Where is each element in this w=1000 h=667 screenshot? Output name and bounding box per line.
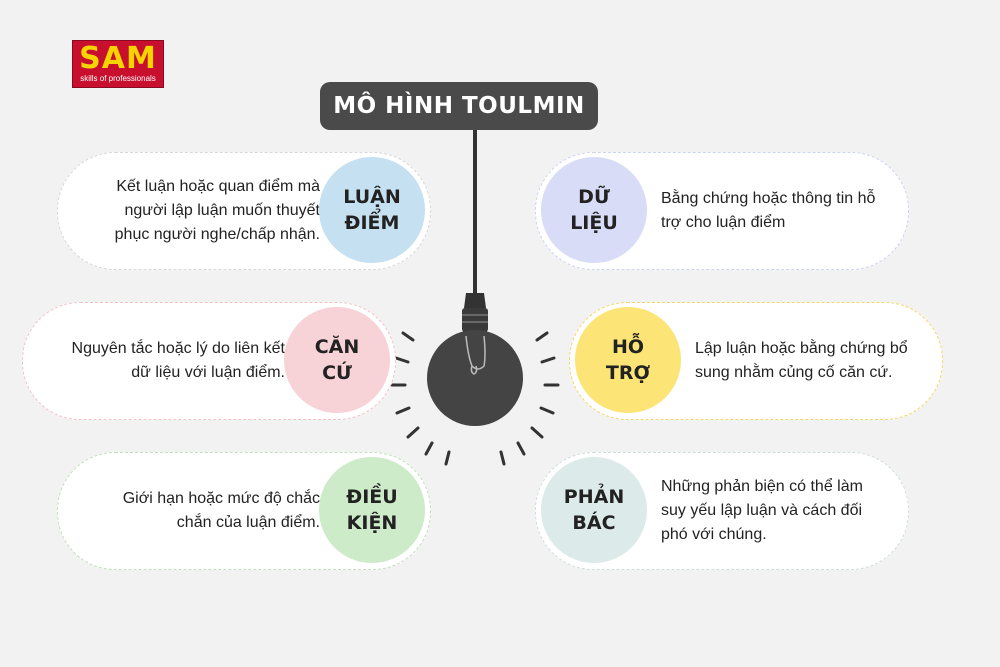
card-warrant: Nguyên tắc hoặc lý do liên kết dữ liệu v… (22, 302, 396, 420)
card-backing: HỖ TRỢ Lập luận hoặc bằng chứng bổ sung … (569, 302, 943, 420)
card-description: Bằng chứng hoặc thông tin hỗ trợ cho luậ… (661, 190, 876, 231)
card-description: Những phản biện có thể làm suy yếu lập l… (661, 478, 863, 543)
card-label-circle: DỮ LIỆU (541, 157, 647, 263)
card-label-circle: ĐIỀU KIỆN (319, 457, 425, 563)
card-label-circle: HỖ TRỢ (575, 307, 681, 413)
card-rebuttal: PHẢN BÁC Những phản biện có thể làm suy … (535, 452, 909, 570)
card-description: Lập luận hoặc bằng chứng bổ sung nhằm củ… (695, 340, 908, 381)
card-description: Nguyên tắc hoặc lý do liên kết dữ liệu v… (71, 340, 285, 381)
card-data: DỮ LIỆU Bằng chứng hoặc thông tin hỗ trợ… (535, 152, 909, 270)
title-box: MÔ HÌNH TOULMIN (320, 82, 598, 130)
card-label-circle: LUẬN ĐIỂM (319, 157, 425, 263)
card-description: Kết luận hoặc quan điểm mà người lập luậ… (114, 178, 320, 243)
card-description: Giới hạn hoặc mức độ chắc chắn của luận … (122, 490, 320, 531)
card-qualifier: Giới hạn hoặc mức độ chắc chắn của luận … (57, 452, 431, 570)
card-claim: Kết luận hoặc quan điểm mà người lập luậ… (57, 152, 431, 270)
card-label-circle: PHẢN BÁC (541, 457, 647, 563)
card-label-circle: CĂN CỨ (284, 307, 390, 413)
page-title: MÔ HÌNH TOULMIN (333, 93, 585, 119)
logo-brand: SAM (79, 41, 157, 76)
sam-logo: SAM skills of professionals (72, 40, 164, 88)
logo-tagline: skills of professionals (80, 74, 156, 83)
